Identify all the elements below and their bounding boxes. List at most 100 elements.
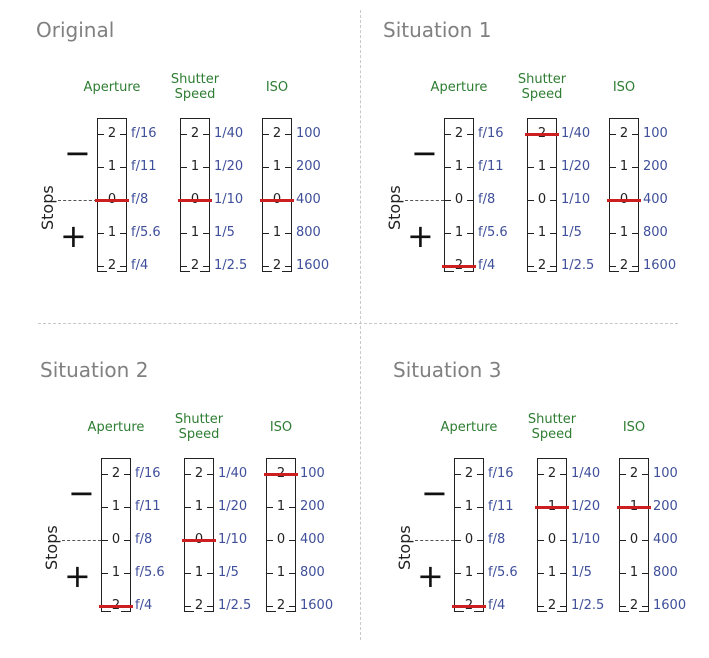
shutter-label-line2: Speed <box>174 87 216 102</box>
iso-value: 200 <box>653 499 678 514</box>
tick-right <box>124 507 130 508</box>
iso-value: 1600 <box>653 598 687 613</box>
iso-selection-marker <box>607 199 641 202</box>
tick-right <box>207 474 213 475</box>
iso-value: 1600 <box>300 598 334 613</box>
aperture-value: f/5.6 <box>135 565 165 580</box>
shutter-value: 1/10 <box>571 532 601 547</box>
tick-left <box>98 167 104 168</box>
stops-axis-label: Stops <box>42 525 61 570</box>
stop-number: 2 <box>184 598 214 613</box>
aperture-label: Aperture <box>83 80 141 95</box>
tick-left <box>102 507 108 508</box>
iso-value: 400 <box>296 192 321 207</box>
stop-number: 1 <box>97 225 127 240</box>
aperture-value: f/4 <box>478 258 496 273</box>
horizontal-divider <box>38 323 678 324</box>
iso-value: 400 <box>653 532 678 547</box>
stop-number-text: 2 <box>546 598 558 613</box>
stop-number: 2 <box>97 258 127 273</box>
tick-right <box>550 233 556 234</box>
stop-number-text: 1 <box>536 225 548 240</box>
shutter-value: 1/20 <box>571 499 601 514</box>
stop-number: 1 <box>101 499 131 514</box>
tick-right <box>289 540 295 541</box>
aperture-value: f/4 <box>135 598 153 613</box>
shutter-selection-marker <box>182 539 216 542</box>
shutter-value: 1/40 <box>561 126 591 141</box>
shutter-label-line1: Shutter <box>527 412 577 427</box>
tick-left <box>455 540 461 541</box>
stop-number: 1 <box>262 225 292 240</box>
stop-number: 1 <box>454 499 484 514</box>
shutter-selection-marker <box>178 199 212 202</box>
minus-sign: − <box>64 134 91 172</box>
aperture-label: Aperture <box>430 80 488 95</box>
aperture-value: f/8 <box>478 192 496 207</box>
stops-axis-label: Stops <box>38 185 57 230</box>
tick-right <box>207 573 213 574</box>
tick-right <box>285 134 291 135</box>
tick-left <box>538 540 544 541</box>
iso-value: 800 <box>643 225 668 240</box>
shutter-value: 1/10 <box>561 192 591 207</box>
stop-number: 1 <box>609 159 639 174</box>
stop-number: 2 <box>262 126 292 141</box>
tick-right <box>642 474 648 475</box>
plus-sign: + <box>64 557 91 595</box>
shutter-value: 1/5 <box>214 225 235 240</box>
iso-value: 1600 <box>643 258 677 273</box>
shutter-value: 1/20 <box>214 159 244 174</box>
shutter-selection-marker <box>525 133 559 136</box>
iso-value: 200 <box>643 159 668 174</box>
stop-number-text: 2 <box>110 466 122 481</box>
aperture-value: f/8 <box>488 532 506 547</box>
shutter-scale <box>527 118 557 272</box>
tick-left <box>102 474 108 475</box>
shutter-label-line1: Shutter <box>174 412 224 427</box>
aperture-value: f/4 <box>131 258 149 273</box>
tick-right <box>120 167 126 168</box>
tick-right <box>477 507 483 508</box>
tick-left <box>455 573 461 574</box>
stop-number: 2 <box>184 466 214 481</box>
shutter-selection-marker <box>535 506 569 509</box>
stop-number: 1 <box>184 499 214 514</box>
shutter-value: 1/2.5 <box>218 598 252 613</box>
stop-number: 2 <box>266 598 296 613</box>
tick-left <box>455 474 461 475</box>
stop-number: 2 <box>101 466 131 481</box>
stop-number: 0 <box>444 192 474 207</box>
zero-stop-guide <box>62 540 101 541</box>
aperture-value: f/11 <box>131 159 157 174</box>
tick-right <box>207 507 213 508</box>
iso-value: 1600 <box>296 258 330 273</box>
tick-left <box>610 167 616 168</box>
iso-selection-marker <box>617 506 651 509</box>
tick-right <box>560 474 566 475</box>
tick-left <box>528 266 534 267</box>
tick-right <box>560 540 566 541</box>
tick-right <box>560 606 566 607</box>
aperture-value: f/5.6 <box>478 225 508 240</box>
tick-left <box>181 266 187 267</box>
iso-label: ISO <box>269 420 293 435</box>
stop-number-text: 1 <box>189 225 201 240</box>
iso-value: 100 <box>300 466 325 481</box>
tick-right <box>285 167 291 168</box>
stop-number: 1 <box>454 565 484 580</box>
tick-right <box>203 167 209 168</box>
shutter-value: 1/2.5 <box>214 258 248 273</box>
shutter-value: 1/10 <box>214 192 244 207</box>
tick-right <box>477 474 483 475</box>
stop-number: 1 <box>266 499 296 514</box>
tick-right <box>289 573 295 574</box>
iso-value: 400 <box>300 532 325 547</box>
panel-title: Situation 1 <box>383 18 492 42</box>
stop-number: 0 <box>527 192 557 207</box>
